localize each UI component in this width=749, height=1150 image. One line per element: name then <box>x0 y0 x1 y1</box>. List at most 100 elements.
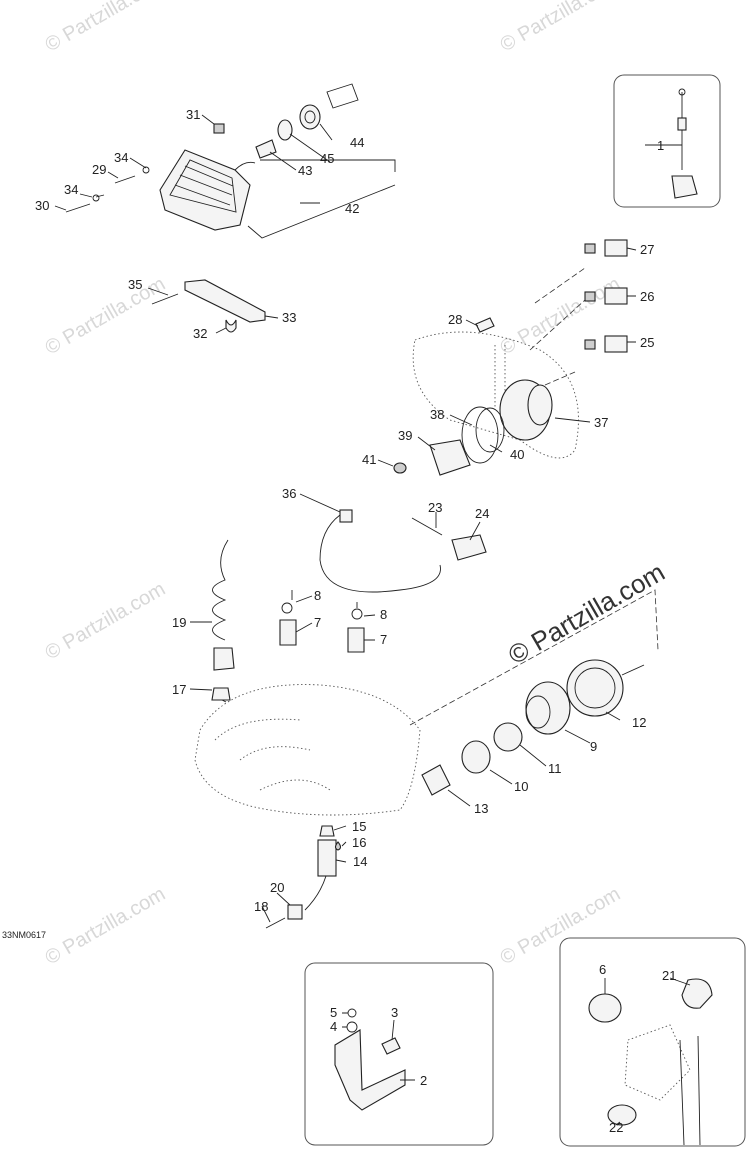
dash-outline <box>412 331 579 459</box>
callout-43: 43 <box>298 163 312 178</box>
nut-5 <box>347 1008 357 1018</box>
callout-8: 8 <box>314 588 321 603</box>
callout-13: 13 <box>474 801 488 816</box>
callout-25: 25 <box>640 335 654 350</box>
bracket-nut-41 <box>393 462 407 474</box>
hull-outline <box>194 589 659 816</box>
callout-12: 12 <box>632 715 646 730</box>
callout-20: 20 <box>270 880 284 895</box>
callout-5: 5 <box>330 1005 337 1020</box>
callout-42: 42 <box>345 201 359 216</box>
diagram-code: 33NM0617 <box>2 930 46 940</box>
callout-31: 31 <box>186 107 200 122</box>
lanyard-19 <box>212 539 235 671</box>
inset-box <box>613 74 721 208</box>
sensor-14 <box>317 839 337 877</box>
lanyard-plug <box>213 647 235 671</box>
fitting-24 <box>451 534 487 561</box>
gauge-cluster <box>393 239 628 476</box>
callout-10: 10 <box>514 779 528 794</box>
callout-16: 16 <box>352 835 366 850</box>
callout-30: 30 <box>35 198 49 213</box>
pin-23 <box>411 517 443 536</box>
gauge-ring <box>461 406 499 464</box>
callout-23: 23 <box>428 500 442 515</box>
ignition-parts <box>421 659 645 796</box>
watermark-text: © Partzilla.com <box>42 0 170 56</box>
washer-4 <box>346 1021 358 1033</box>
switch-7-left <box>279 619 297 646</box>
callout-44: 44 <box>350 135 364 150</box>
part-6 <box>588 993 622 1023</box>
callout-19: 19 <box>172 615 186 630</box>
callout-8: 8 <box>380 607 387 622</box>
inset-bracket <box>304 962 494 1146</box>
callout-2: 2 <box>420 1073 427 1088</box>
bracket-2 <box>334 1029 406 1111</box>
headlamp-assembly <box>65 83 396 239</box>
terminal-18 <box>265 917 286 929</box>
callout-9: 9 <box>590 739 597 754</box>
watermark-text-large: © Partzilla.com <box>503 557 670 671</box>
callout-39: 39 <box>398 428 412 443</box>
callout-32: 32 <box>193 326 207 341</box>
headlamp-housing <box>159 149 251 231</box>
callout-36: 36 <box>282 486 296 501</box>
callout-29: 29 <box>92 162 106 177</box>
switches <box>279 590 365 653</box>
callout-40: 40 <box>510 447 524 462</box>
callout-22: 22 <box>609 1120 623 1135</box>
callout-17: 17 <box>172 682 186 697</box>
callout-18: 18 <box>254 899 268 914</box>
indicator-25 <box>584 335 628 353</box>
callout-15: 15 <box>352 819 366 834</box>
lamp-ring <box>277 119 293 141</box>
cap-10 <box>461 740 491 774</box>
callout-11: 11 <box>548 761 562 776</box>
lamp-cap <box>299 104 321 130</box>
switch-7-right <box>347 627 365 653</box>
watermark-text: © Partzilla.com <box>42 883 170 969</box>
leader-lines <box>54 114 691 1126</box>
part-21 <box>681 978 713 1009</box>
callout-41: 41 <box>362 452 376 467</box>
key-13 <box>421 764 451 796</box>
headlamp-bracket <box>151 279 266 333</box>
callout-27: 27 <box>640 242 654 257</box>
clip-3 <box>381 1037 401 1055</box>
callout-35: 35 <box>128 277 142 292</box>
callout-28: 28 <box>448 312 462 327</box>
callout-21: 21 <box>662 968 676 983</box>
bracket-plate <box>184 279 266 323</box>
callout-3: 3 <box>391 1005 398 1020</box>
callout-34: 34 <box>64 182 78 197</box>
fitting-15 <box>319 825 335 837</box>
callout-33: 33 <box>282 310 296 325</box>
indicator-27 <box>584 239 628 257</box>
callout-14: 14 <box>353 854 367 869</box>
connector-20 <box>287 904 303 920</box>
connector-28 <box>475 317 495 333</box>
callout-1: 1 <box>657 138 664 153</box>
indicator-26 <box>584 287 628 305</box>
sensor-assembly <box>265 825 342 929</box>
watermark-text: © Partzilla.com <box>42 273 170 359</box>
callout-7: 7 <box>380 632 387 647</box>
cable-36 <box>319 514 441 593</box>
bulb-socket-clip <box>213 123 225 134</box>
callout-26: 26 <box>640 289 654 304</box>
callout-38: 38 <box>430 407 444 422</box>
bracket-nut <box>225 319 237 333</box>
speedo-cable <box>319 509 487 593</box>
callout-6: 6 <box>599 962 606 977</box>
connector-plug <box>326 83 359 109</box>
drop-16 <box>334 841 342 851</box>
cap-17 <box>211 687 231 701</box>
callout-34: 34 <box>114 150 128 165</box>
cable-fitting <box>671 175 698 199</box>
bulb <box>255 139 277 159</box>
gauge-bracket <box>429 439 471 476</box>
callout-24: 24 <box>475 506 489 521</box>
callout-7: 7 <box>314 615 321 630</box>
